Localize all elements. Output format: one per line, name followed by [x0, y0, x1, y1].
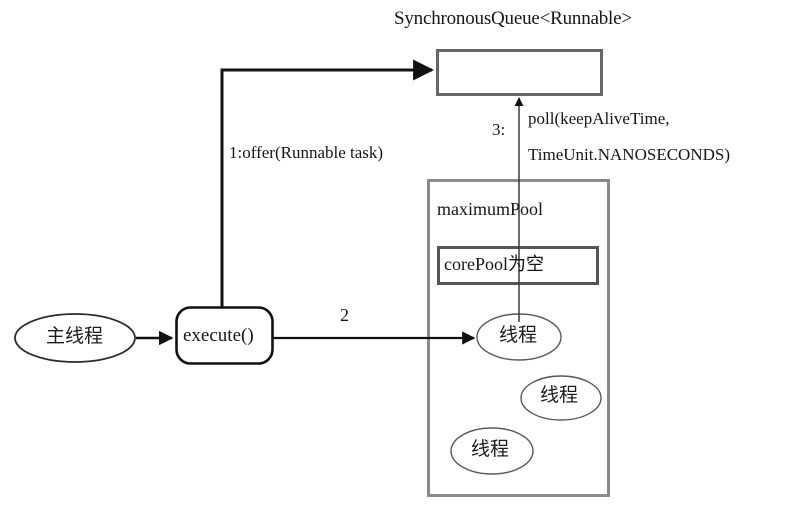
thread-label-3: 线程 [471, 438, 510, 460]
edge-label-offer: 1:offer(Runnable task) [229, 143, 384, 162]
execute-box [175, 306, 274, 365]
main-thread-label: 主线程 [46, 325, 104, 347]
edge-offer-to-queue [220, 59, 435, 307]
main-thread-ellipse [14, 313, 136, 363]
execute-label: execute() [183, 325, 254, 346]
edge-label-dispatch: 2 [340, 305, 349, 325]
thread-label-2: 线程 [540, 384, 579, 406]
thread-label-1: 线程 [499, 324, 538, 346]
thread-ellipse-2 [520, 375, 602, 421]
edge-label-poll-index: 3: [492, 120, 506, 139]
synchronous-queue-title: SynchronousQueue<Runnable> [394, 8, 632, 29]
thread-ellipse-3 [450, 427, 534, 475]
core-pool-label: corePool为空 [444, 254, 544, 274]
core-pool-box [437, 246, 599, 285]
synchronous-queue-box [436, 49, 603, 96]
edge-label-poll-line-2: TimeUnit.NANOSECONDS) [528, 145, 730, 164]
edge-label-poll-line-1: poll(keepAliveTime, [528, 109, 670, 128]
maximum-pool-label: maximumPool [437, 199, 544, 219]
